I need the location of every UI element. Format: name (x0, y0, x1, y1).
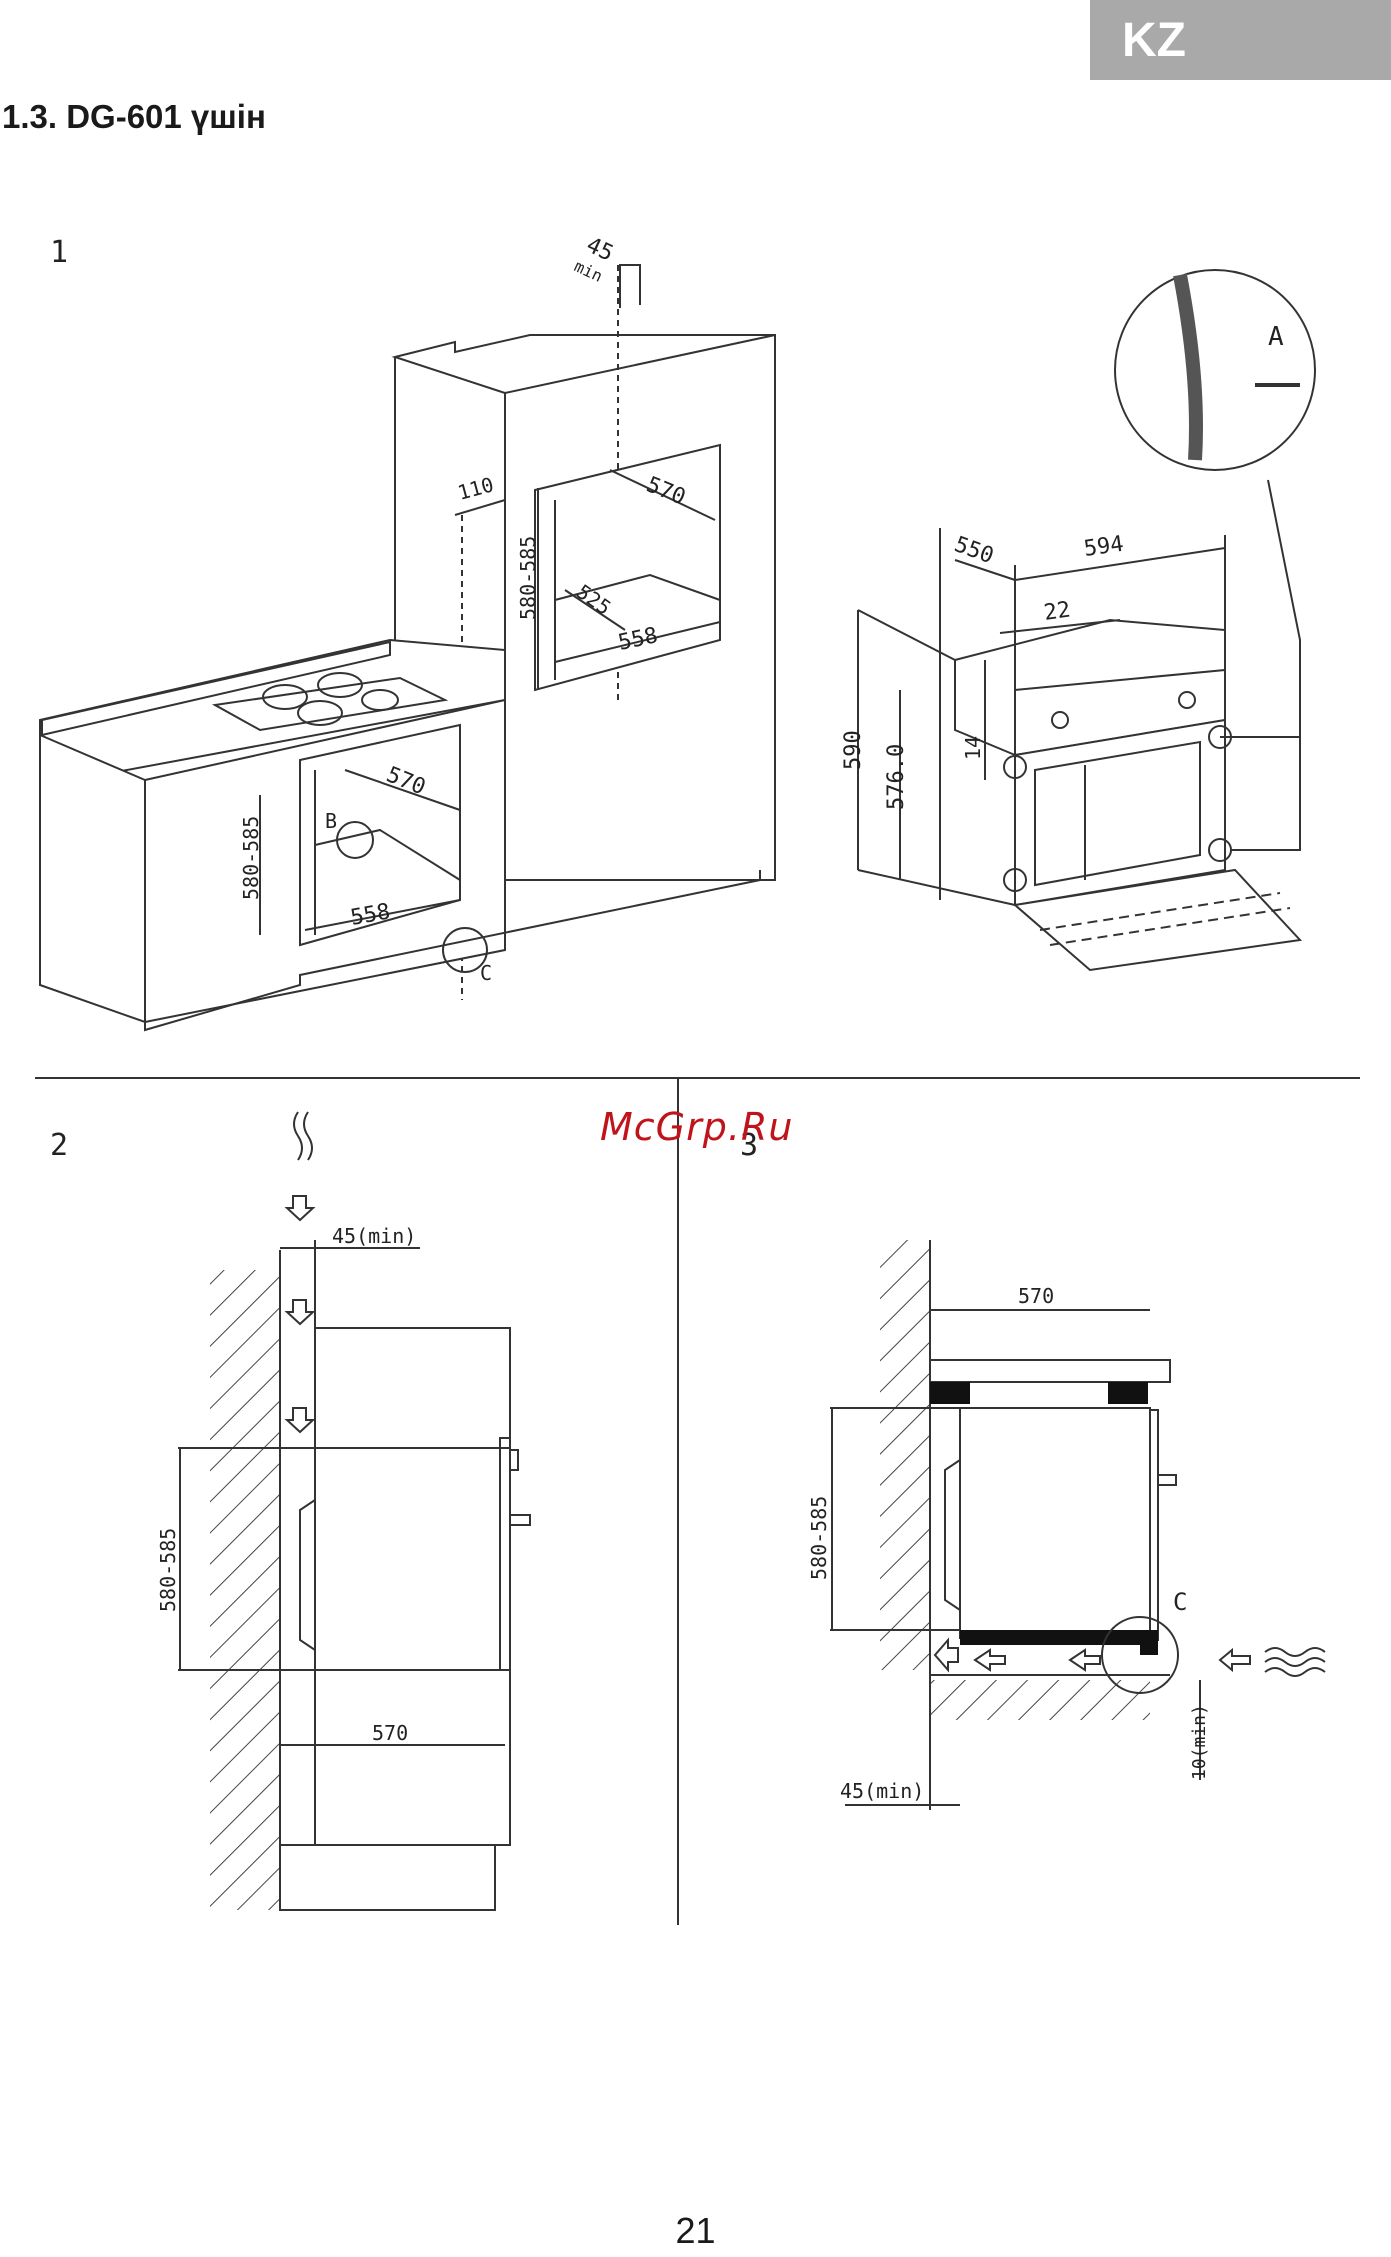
dim-oven-width: 594 (1082, 532, 1125, 562)
dim-oven-inset: 14 (961, 736, 985, 760)
fig2-dim-height: 580-585 (156, 1528, 180, 1612)
watermark: McGrp.Ru (600, 1105, 793, 1149)
fig2-dim-gap: 45(min) (332, 1224, 416, 1248)
dim-oven-height: 590 (841, 730, 866, 770)
fig3-dim-depth: 570 (1018, 1284, 1054, 1308)
figure-3 (830, 1240, 1325, 1810)
fig3-dim-height: 580-585 (807, 1496, 831, 1580)
dim-under-height: 580-585 (239, 816, 263, 900)
dim-opening-height: 580-585 (516, 536, 540, 620)
label-c: C (480, 961, 492, 985)
dim-oven-inner-height: 576.0 (884, 744, 909, 810)
label-b: B (325, 809, 337, 833)
figure-1 (40, 265, 1315, 1030)
label-a: A (1268, 322, 1284, 352)
fig3-dim-gap: 45(min) (840, 1779, 924, 1803)
fig3-dim-bottom-gap: 10(min) (1189, 1704, 1210, 1780)
figure-1-number: 1 (50, 235, 68, 270)
dim-oven-depth: 550 (951, 532, 997, 569)
figure-2-number: 2 (50, 1128, 68, 1163)
dim-side-gap: 110 (455, 472, 496, 505)
fig2-dim-depth: 570 (372, 1721, 408, 1745)
dim-oven-front: 22 (1042, 597, 1072, 625)
fig3-label-c: C (1173, 1588, 1187, 1616)
page-number: 21 (0, 2210, 1391, 2252)
